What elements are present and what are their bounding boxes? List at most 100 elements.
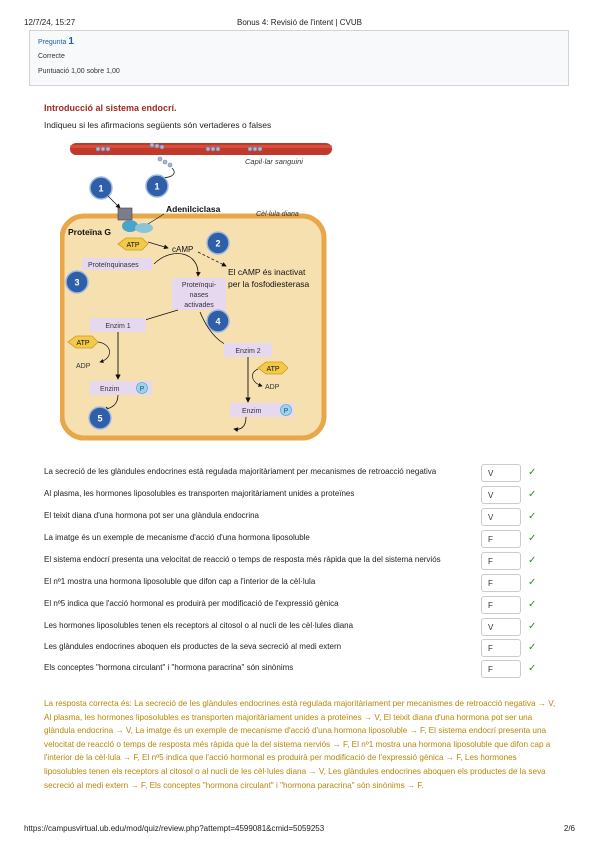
correct-check-icon: ✓ <box>528 555 537 566</box>
camp-label: cAMP <box>172 245 193 254</box>
answer-select[interactable]: V <box>481 464 521 482</box>
question-label: Pregunta <box>38 39 67 46</box>
enzyme1-p-box <box>90 381 152 395</box>
phosphate-1 <box>136 382 148 394</box>
adp-right: ADP <box>265 384 280 391</box>
svg-text:P: P <box>284 408 289 415</box>
browser-header: 12/7/24, 15:27 Bonus 4: Revisió de l'int… <box>24 18 575 30</box>
correct-answer-feedback: La resposta correcta és: La secreció de … <box>44 699 556 790</box>
enzyme2-p-box <box>230 403 294 417</box>
svg-text:5: 5 <box>97 414 102 424</box>
protein-g-label: Proteïna G <box>68 227 111 237</box>
protein-g-shape <box>122 220 138 232</box>
svg-text:4: 4 <box>215 317 220 327</box>
answer-select[interactable]: V <box>481 618 521 636</box>
kinases-label: Proteïnquinases <box>88 262 139 269</box>
page-url: https://campusvirtual.ub.edu/mod/quiz/re… <box>24 824 325 833</box>
statement-row: Al plasma, les hormones liposolubles es … <box>44 486 554 506</box>
active-kinases-l3: activades <box>184 302 214 309</box>
statement-row: El teixit diana d'una hormona pot ser un… <box>44 508 554 528</box>
question-info-box: Pregunta 1 Correcte Puntuació 1,00 sobre… <box>29 30 569 86</box>
correct-check-icon: ✓ <box>528 467 537 478</box>
page-title: Bonus 4: Revisió de l'intent | CVUB <box>237 18 362 27</box>
camp-note-line2: per la fosfodiesterasa <box>228 279 310 289</box>
active-kinases-l2: nases <box>190 292 209 299</box>
enzyme2-label: Enzim 2 <box>235 348 260 355</box>
enzyme1-p-label: Enzim <box>100 386 120 393</box>
question-title: Introducció al sistema endocrí. <box>44 103 177 113</box>
active-kinases-box <box>172 278 226 310</box>
cell-label: Cèl·lula diana <box>256 211 299 218</box>
enzyme1-box <box>90 318 146 332</box>
statement-text: El teixit diana d'una hormona pot ser un… <box>44 511 260 520</box>
atp-top: ATP <box>117 237 149 251</box>
adp-left: ADP <box>76 363 91 370</box>
marker-1b: 1 <box>145 174 169 198</box>
print-datetime: 12/7/24, 15:27 <box>24 18 76 27</box>
svg-text:ATP: ATP <box>266 366 279 373</box>
svg-text:3: 3 <box>74 278 79 288</box>
question-number-value: 1 <box>68 36 74 47</box>
correct-check-icon: ✓ <box>528 642 537 653</box>
answer-select[interactable]: F <box>481 660 521 678</box>
answer-select[interactable]: F <box>481 552 521 570</box>
statement-row: Els conceptes "hormona circulant" i "hor… <box>44 660 554 680</box>
adenylyl-cyclase-label: Adenilciclasa <box>166 204 221 214</box>
marker-3: 3 <box>65 270 89 294</box>
active-kinases-l1: Proteïnqui- <box>182 282 217 289</box>
page-number: 2/6 <box>563 824 575 833</box>
statement-text: Els conceptes "hormona circulant" i "hor… <box>44 663 294 672</box>
answer-select[interactable]: F <box>481 596 521 614</box>
statement-text: Les glàndules endocrines aboquen els pro… <box>44 642 342 651</box>
statement-text: El nº5 indica que l'acció hormonal es pr… <box>44 599 339 608</box>
marker-1a: 1 <box>89 176 113 200</box>
enzyme2-box <box>224 343 272 357</box>
correct-check-icon: ✓ <box>528 489 537 500</box>
phosphate-2 <box>280 404 292 416</box>
svg-text:1: 1 <box>154 182 159 192</box>
statement-text: Al plasma, les hormones liposolubles es … <box>44 489 355 498</box>
answer-select[interactable]: F <box>481 639 521 657</box>
statement-text: La secreció de les glàndules endocrines … <box>44 467 437 476</box>
question-points: Puntuació 1,00 sobre 1,00 <box>38 68 120 75</box>
statement-row: Les glàndules endocrines aboquen els pro… <box>44 639 554 659</box>
print-footer: https://campusvirtual.ub.edu/mod/quiz/re… <box>24 824 575 833</box>
svg-text:ATP: ATP <box>76 340 89 347</box>
svg-text:ATP: ATP <box>126 242 139 249</box>
hormone-molecules <box>157 156 173 168</box>
correct-check-icon: ✓ <box>528 533 537 544</box>
statement-text: La imatge és un exemple de mecanisme d'a… <box>44 533 310 542</box>
question-number: Pregunta 1 <box>38 36 74 47</box>
enzyme1-label: Enzim 1 <box>105 323 130 330</box>
answer-select[interactable]: F <box>481 530 521 548</box>
svg-text:P: P <box>140 386 145 393</box>
statement-row: La secreció de les glàndules endocrines … <box>44 464 554 484</box>
correct-check-icon: ✓ <box>528 511 537 522</box>
hormone-mechanism-diagram: Capil·lar sanguini 1 1 Cèl·lula diana Ad… <box>60 142 332 441</box>
marker-2: 2 <box>206 231 230 255</box>
question-state: Correcte <box>38 53 65 60</box>
statement-row: El nº5 indica que l'acció hormonal es pr… <box>44 596 554 616</box>
atp-right: ATP <box>257 361 289 375</box>
statement-text: El sistema endocrí presenta una velocita… <box>44 555 441 564</box>
receptor <box>117 207 133 221</box>
answer-select[interactable]: V <box>481 508 521 526</box>
answer-select[interactable]: F <box>481 574 521 592</box>
statement-row: Les hormones liposolubles tenen els rece… <box>44 618 554 638</box>
svg-text:2: 2 <box>215 239 220 249</box>
capillary-label: Capil·lar sanguini <box>245 157 303 166</box>
statement-text: Les hormones liposolubles tenen els rece… <box>44 621 354 630</box>
correct-check-icon: ✓ <box>528 577 537 588</box>
question-instruction: Indiqueu si les afirmacions següents són… <box>44 120 272 130</box>
correct-check-icon: ✓ <box>528 621 537 632</box>
statement-row: El nº1 mostra una hormona liposoluble qu… <box>44 574 554 594</box>
svg-text:1: 1 <box>98 184 103 194</box>
statement-text: El nº1 mostra una hormona liposoluble qu… <box>44 577 316 586</box>
adenylyl-cyclase-shape <box>135 223 153 233</box>
statement-row: El sistema endocrí presenta una velocita… <box>44 552 554 572</box>
statement-row: La imatge és un exemple de mecanisme d'a… <box>44 530 554 550</box>
blood-capillary <box>70 142 332 155</box>
correct-check-icon: ✓ <box>528 663 537 674</box>
answer-select[interactable]: V <box>481 486 521 504</box>
marker-5: 5 <box>88 406 112 430</box>
